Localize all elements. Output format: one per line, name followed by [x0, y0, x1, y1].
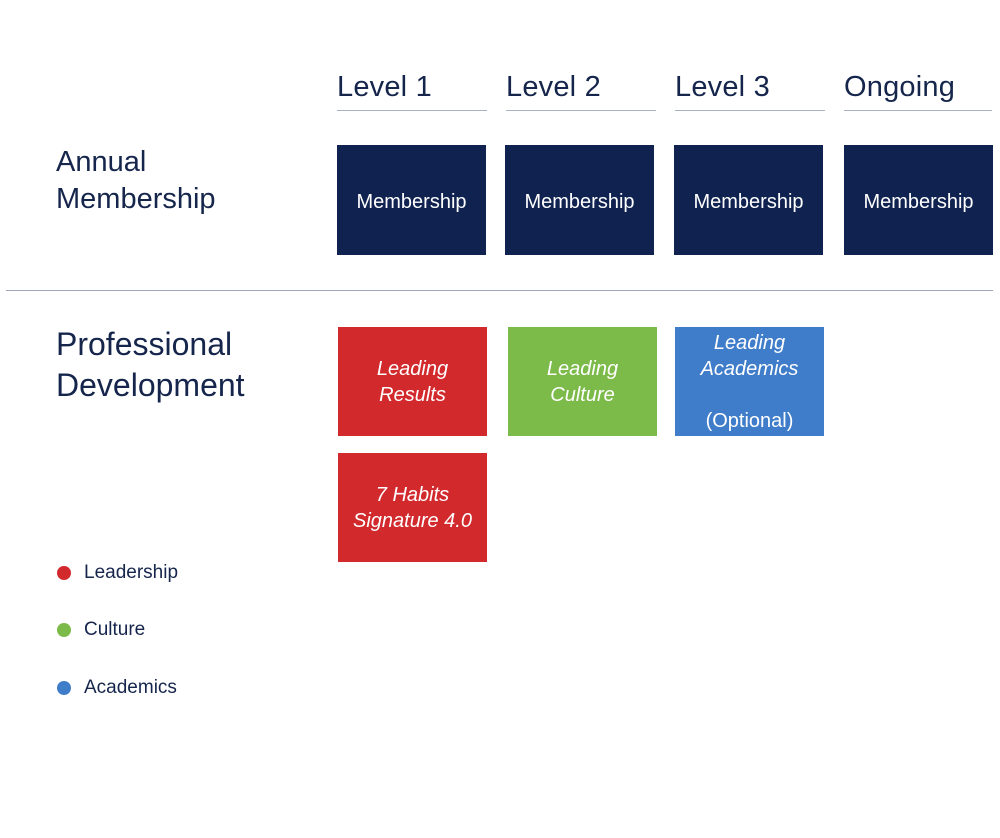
tile-label: Leading Results [376, 357, 449, 406]
membership-tile-ongoing: Membership [844, 145, 993, 255]
legend-item-academics: Academics [57, 676, 177, 700]
column-header-level-2: Level 2 [506, 70, 656, 111]
legend-dot-icon [57, 566, 71, 580]
column-header-label: Ongoing [844, 71, 956, 103]
tile-label: 7 Habits Signature 4.0 [353, 483, 472, 532]
legend-item-leadership: Leadership [57, 561, 178, 585]
legend-label: Culture [84, 619, 146, 640]
column-header-level-3: Level 3 [675, 70, 825, 111]
column-header-label: Level 3 [675, 71, 770, 103]
legend-label: Academics [84, 677, 177, 698]
membership-tile-level-3: Membership [674, 145, 823, 255]
row-label-professional-development: Professional Development [56, 326, 245, 403]
legend-label: Leadership [84, 562, 179, 583]
column-header-ongoing: Ongoing [844, 70, 992, 111]
pd-tile-7-habits-signature: 7 Habits Signature 4.0 [338, 453, 487, 562]
pd-tile-leading-results: Leading Results [338, 327, 487, 436]
tile-content: Leading Academics (Optional) [701, 304, 799, 460]
legend-item-culture: Culture [57, 618, 145, 642]
pd-tile-leading-academics: Leading Academics (Optional) [675, 327, 824, 436]
tile-label: Membership [356, 190, 467, 213]
row-divider [6, 290, 993, 291]
legend-dot-icon [57, 681, 71, 695]
pd-tile-leading-culture: Leading Culture [508, 327, 657, 436]
column-header-label: Level 2 [506, 71, 601, 103]
tile-label: Membership [693, 190, 804, 213]
tile-label: Membership [524, 190, 635, 213]
column-header-label: Level 1 [337, 71, 432, 103]
legend-dot-icon [57, 623, 71, 637]
tile-label: Leading Academics [700, 331, 799, 380]
column-header-level-1: Level 1 [337, 70, 487, 111]
row-label-annual-membership: Annual Membership [56, 146, 216, 215]
tile-label: Leading Culture [546, 357, 619, 406]
tile-note: (Optional) [705, 409, 794, 432]
membership-tile-level-1: Membership [337, 145, 486, 255]
tile-label: Membership [863, 190, 974, 213]
membership-tile-level-2: Membership [505, 145, 654, 255]
